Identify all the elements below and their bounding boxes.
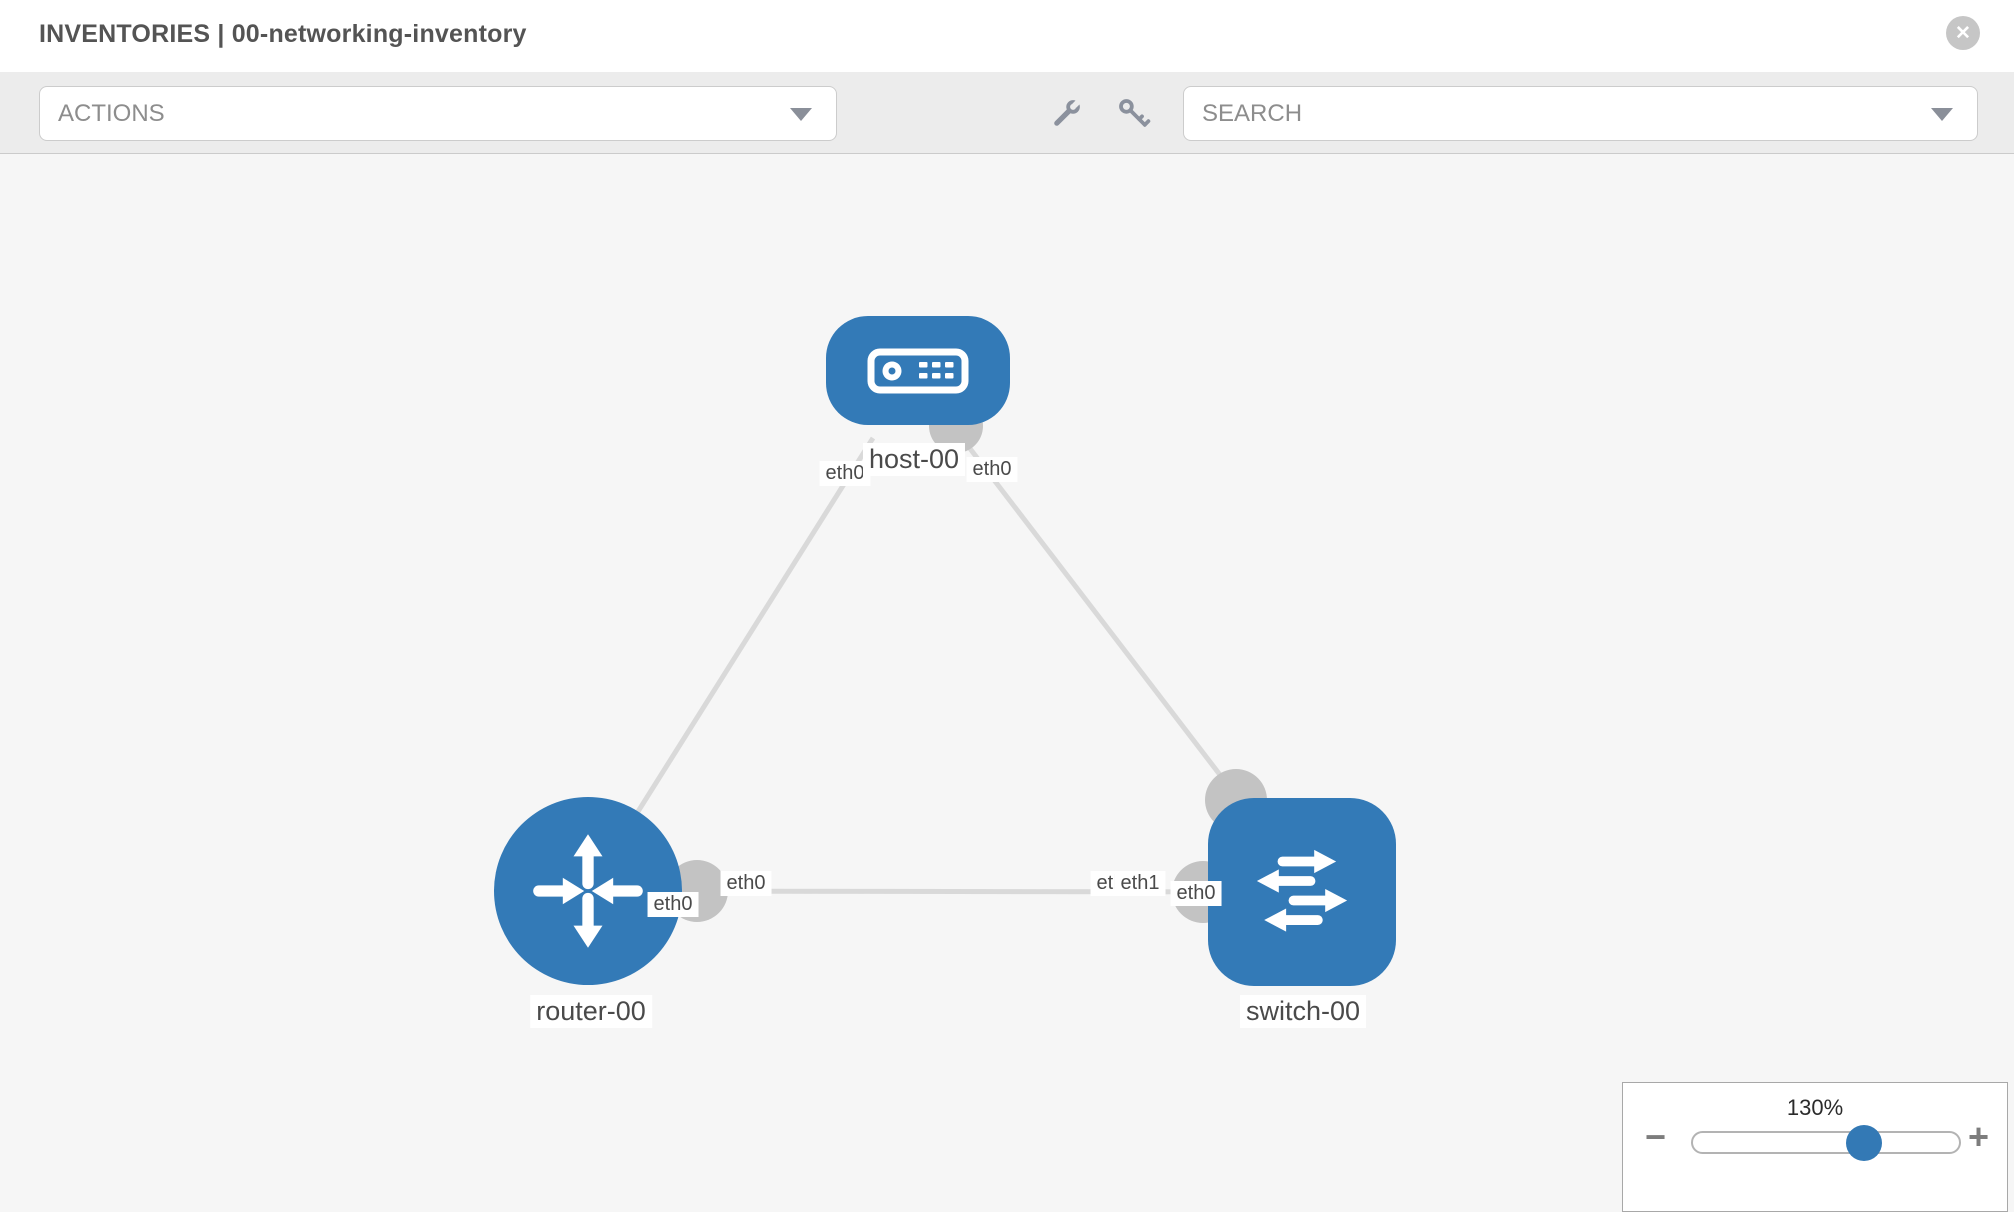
close-x-glyph: ✕	[1955, 22, 1971, 44]
zoom-out-button[interactable]: −	[1645, 1116, 1667, 1157]
close-icon[interactable]: ✕	[1946, 16, 1980, 50]
node-host-00[interactable]	[826, 316, 1010, 425]
node-label-host-00: host-00	[862, 443, 966, 476]
zoom-in-button[interactable]: +	[1968, 1116, 1990, 1157]
actions-dropdown[interactable]: ACTIONS	[39, 86, 837, 141]
page-title: INVENTORIES | 00-networking-inventory	[39, 20, 527, 48]
zoom-slider-track[interactable]	[1691, 1131, 1961, 1154]
chevron-down-icon	[1931, 108, 1953, 121]
search-dropdown[interactable]: SEARCH	[1183, 86, 1978, 141]
interface-label: eth0	[647, 892, 699, 917]
wrench-icon[interactable]	[1046, 94, 1086, 134]
interface-label: eth0	[819, 461, 871, 486]
topology-edges-layer	[585, 399, 1303, 923]
interface-label: eth0	[720, 871, 772, 896]
node-switch-00[interactable]	[1208, 798, 1396, 986]
topology-canvas[interactable]: eth0 host-00 eth0 eth0 eth0 eth0 eth0 et…	[0, 155, 2014, 1200]
chevron-down-icon	[790, 108, 812, 121]
node-label-router-00: router-00	[530, 995, 652, 1028]
key-icon[interactable]	[1114, 94, 1154, 134]
router-icon	[533, 834, 643, 948]
node-label-switch-00: switch-00	[1239, 995, 1367, 1028]
toolbar: ACTIONS SEARCH	[0, 72, 2014, 154]
host-icon	[867, 348, 969, 393]
header-bar: INVENTORIES | 00-networking-inventory ✕	[0, 0, 2014, 72]
actions-dropdown-value: ACTIONS	[58, 99, 165, 127]
interface-label: eth0	[966, 457, 1018, 482]
interface-label: eth0	[1170, 881, 1222, 906]
node-router-00[interactable]	[494, 797, 682, 985]
switch-icon	[1256, 849, 1348, 932]
zoom-level-value: 130%	[1786, 1095, 1844, 1120]
zoom-slider-thumb[interactable]	[1846, 1125, 1882, 1161]
zoom-panel: 130% − +	[1622, 1082, 2008, 1212]
search-dropdown-value: SEARCH	[1202, 99, 1303, 127]
interface-label: eth1	[1114, 871, 1166, 896]
link-host-switch[interactable]	[953, 427, 1242, 803]
